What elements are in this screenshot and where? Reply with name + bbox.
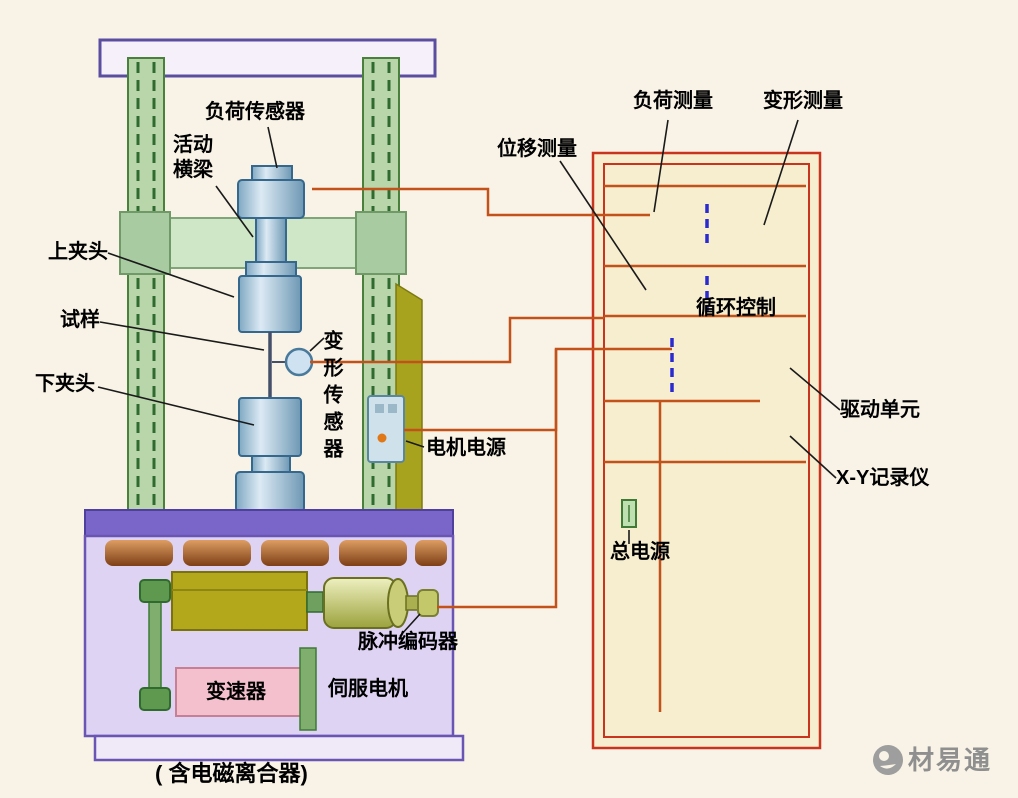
leader-lower-grip — [97, 386, 255, 426]
leader-motor-power — [405, 440, 425, 448]
signal-dashes — [670, 204, 709, 396]
reducer-box — [171, 571, 324, 631]
second-belt — [299, 647, 317, 731]
cabinet-bus-lines — [604, 184, 806, 712]
leader-displacement-measure — [559, 160, 647, 291]
leader-lines — [97, 119, 841, 637]
load-sensor-label: 负荷传感器 — [205, 101, 305, 123]
wire-load-sensor — [312, 187, 650, 217]
leader-crosshead — [215, 185, 254, 238]
servo-motor-label: 伺服电机 — [328, 678, 408, 700]
machine-base — [83, 509, 455, 738]
main-power-label: 总电源 — [610, 541, 670, 563]
deformation-measure-label: 变形测量 — [763, 90, 843, 112]
upper-grip-label: 上夹头 — [48, 241, 108, 263]
drive-unit-label: 驱动单元 — [840, 399, 920, 421]
belt-pulleys — [139, 579, 171, 711]
cabinet-inner — [603, 163, 810, 738]
xy-recorder-label: X-Y记录仪 — [836, 467, 930, 489]
specimen-label: 试样 — [60, 309, 100, 331]
gearbox-label: 变速器 — [206, 681, 266, 703]
left-column — [127, 57, 165, 516]
leader-upper-grip — [107, 252, 235, 298]
wire-pulse-encoder — [437, 349, 558, 609]
wires — [310, 187, 672, 609]
leader-deformation-sensor — [309, 337, 325, 352]
testing-machine — [83, 38, 465, 762]
leader-drive-unit — [789, 367, 841, 411]
main-power-switch — [621, 499, 637, 528]
cabinet-outer — [591, 151, 822, 750]
pulse-encoder-part — [417, 589, 439, 617]
pulse-encoder-label: 脉冲编码器 — [358, 631, 458, 653]
deformation-sensor-label: 变形传感器 — [320, 330, 342, 465]
clutch-segments — [105, 540, 447, 566]
watermark-text: 材易通 — [908, 745, 993, 775]
load-measure-label: 负荷测量 — [633, 90, 713, 112]
watermark-logo-icon — [873, 745, 903, 775]
movable-crosshead-label: 活动横梁 — [173, 134, 213, 181]
gearbox-box — [175, 667, 305, 717]
base-plate — [93, 734, 465, 762]
servo-motor — [323, 577, 439, 629]
motor-power-box — [367, 395, 405, 463]
leader-pulse-encoder — [399, 613, 421, 637]
leader-load-measure — [653, 119, 669, 213]
lower-grip-label: 下夹头 — [35, 373, 95, 395]
load-cell — [237, 165, 305, 277]
leader-load-sensor — [267, 126, 278, 169]
cycle-control-label: 循环控制 — [696, 297, 776, 319]
leader-specimen — [99, 321, 265, 351]
control-cabinet — [591, 151, 822, 750]
base-top-band — [84, 509, 454, 537]
upper-grip-block — [238, 275, 302, 333]
motor-power-label: 电机电源 — [426, 437, 506, 459]
clutch-note-label: ( 含电磁离合器) — [155, 761, 308, 786]
wire-deformation-sensor — [310, 316, 604, 364]
leader-xy-recorder — [789, 435, 837, 479]
deformation-sensor — [272, 347, 314, 377]
lower-grip-block — [235, 397, 305, 513]
leader-deformation-measure — [763, 119, 799, 226]
displacement-measure-label: 位移测量 — [497, 138, 577, 160]
